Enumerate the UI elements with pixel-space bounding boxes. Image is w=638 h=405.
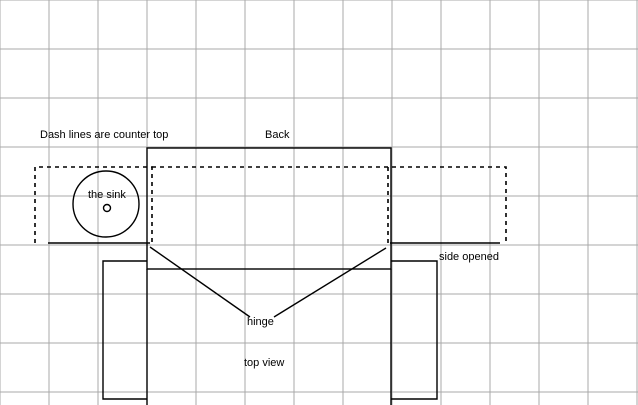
- hinge-pointer-right: [273, 247, 387, 318]
- sink-label: the sink: [88, 189, 126, 201]
- sink-drain: [102, 203, 112, 213]
- back-panel: [146, 147, 392, 270]
- cabinet-structure: [48, 147, 500, 405]
- hinge-pointer-left: [149, 246, 251, 318]
- hinge-label: hinge: [247, 316, 274, 328]
- left-side-opened: [102, 260, 147, 400]
- top-view-label: top view: [244, 357, 284, 369]
- dash-lines-note: Dash lines are counter top: [40, 129, 168, 141]
- back-label: Back: [265, 129, 290, 141]
- sink-basin: [72, 170, 140, 238]
- right-side-opened: [391, 260, 438, 400]
- counter-top-outline: [34, 166, 507, 243]
- counter-top-right-dash: [387, 166, 507, 243]
- side-opened-label: side opened: [439, 251, 499, 263]
- counter-top-left-dash: [34, 166, 153, 243]
